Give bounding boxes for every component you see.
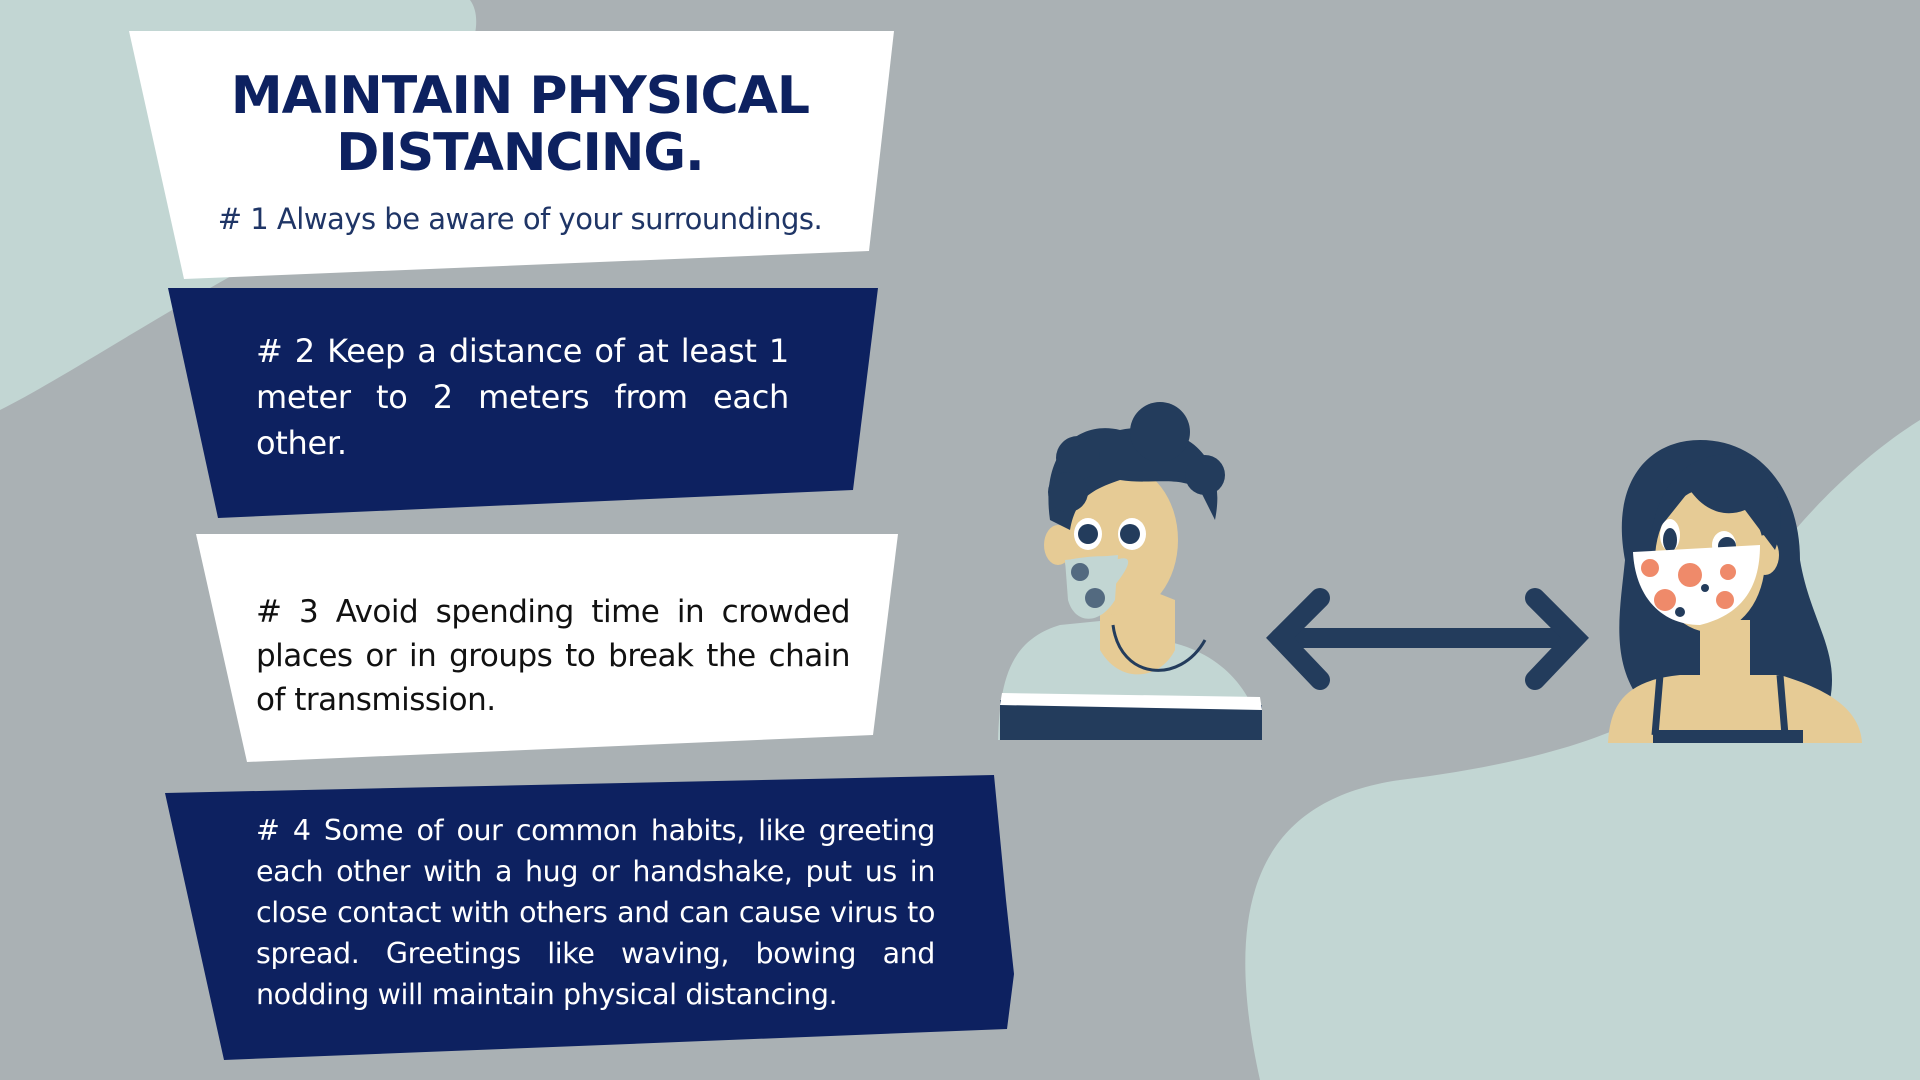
tip2-panel [168,288,878,518]
tip3-panel [196,534,898,762]
title-panel [129,31,894,279]
page-title: MAINTAIN PHYSICAL DISTANCING. [230,66,810,183]
tip-1: # 1 Always be aware of your surroundings… [217,202,823,236]
woman-figure-icon [1608,440,1862,743]
tip4-panel [165,775,1014,1060]
man-figure-icon [998,402,1262,740]
double-arrow-icon [1266,588,1589,690]
tip-3: # 3 Avoid spending time in crowded place… [256,594,851,718]
tip-4: # 4 Some of our common habits, like gree… [256,814,935,1011]
tip-2: # 2 Keep a distance of at least 1 meter … [256,332,789,462]
bottom-right-blob [1245,420,1920,1080]
